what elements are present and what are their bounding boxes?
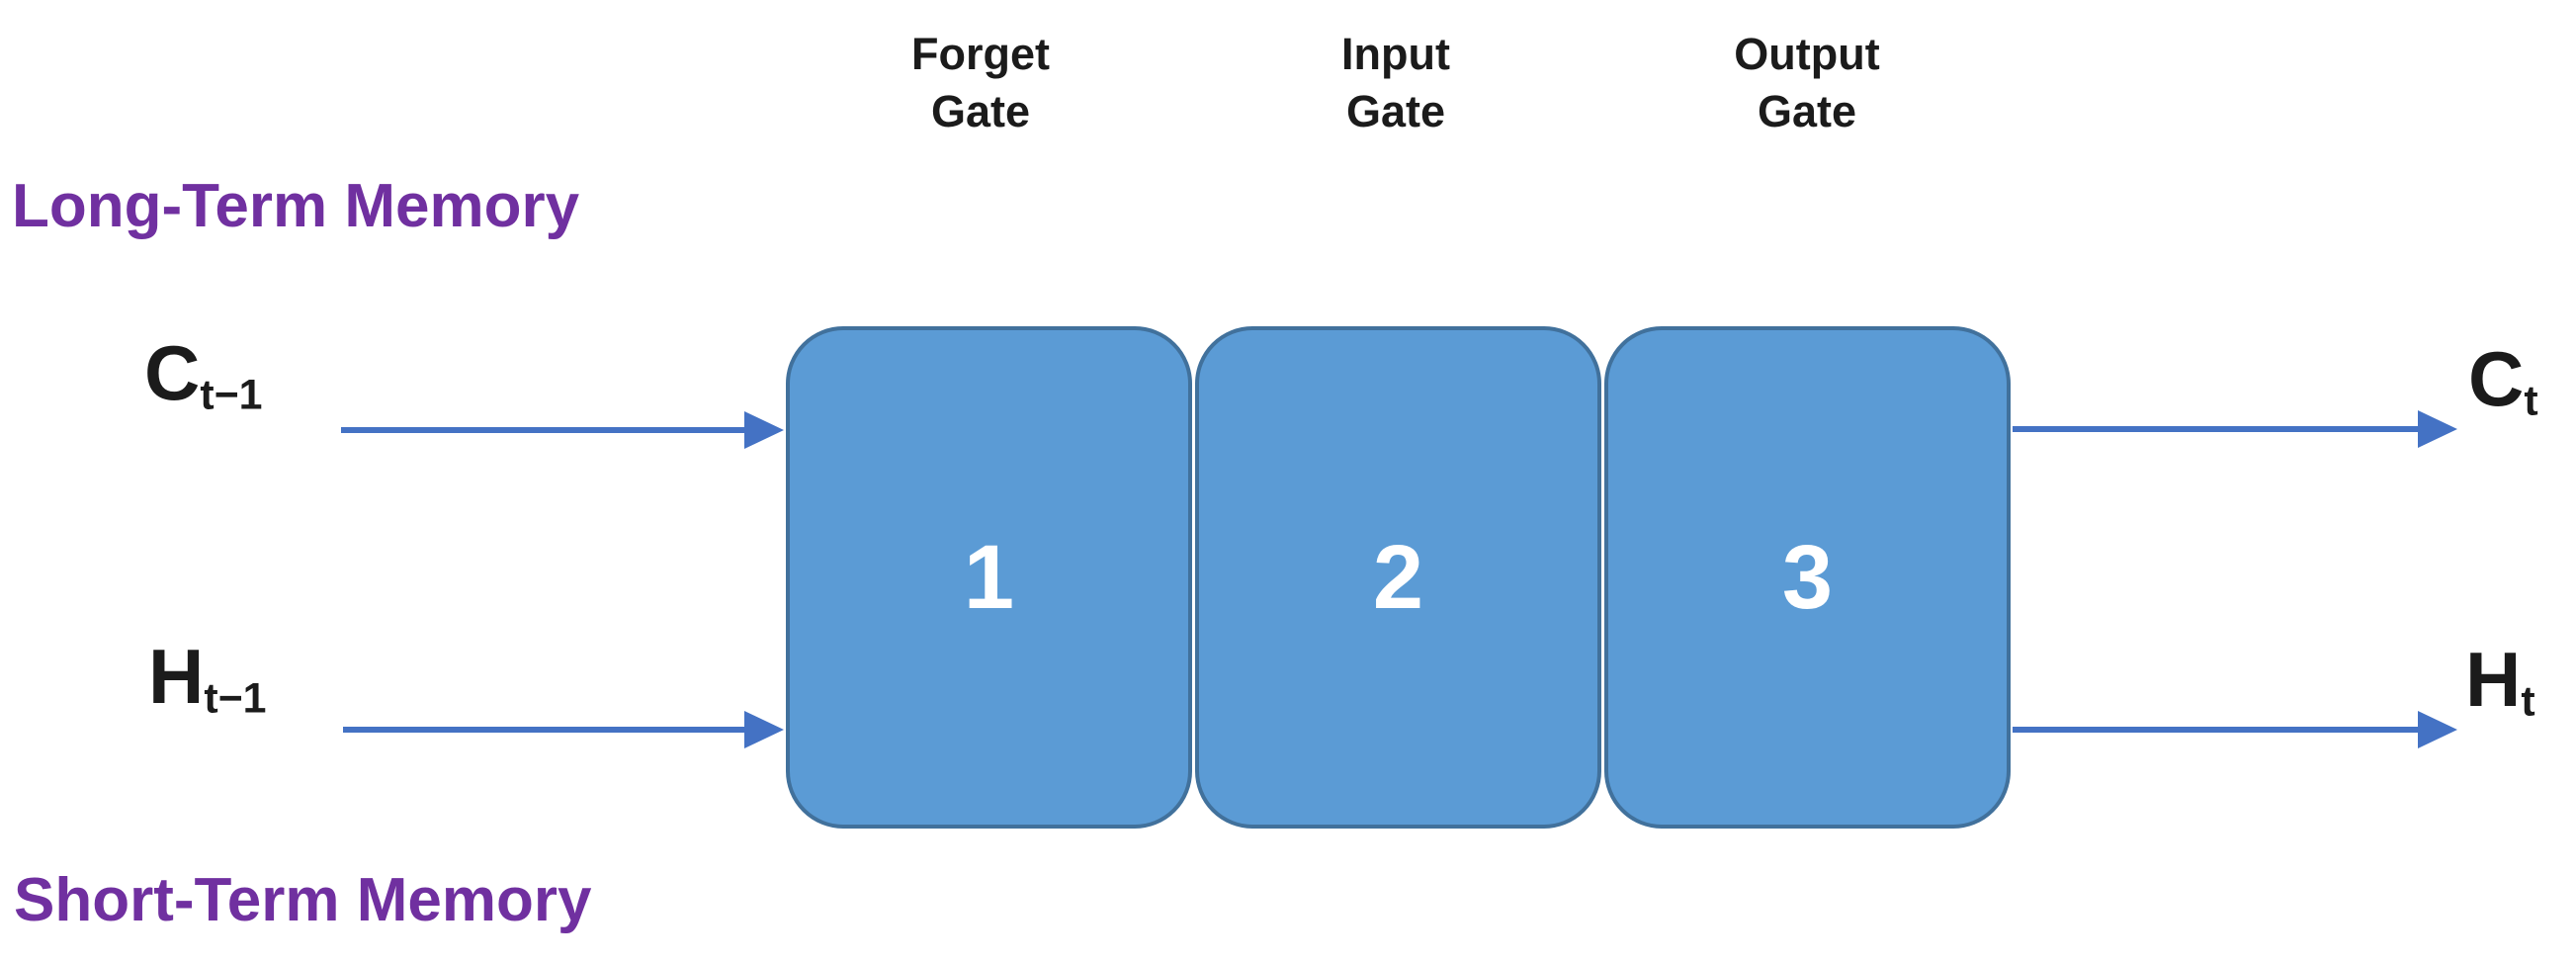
hidden-state-output-label: Ht	[2465, 641, 2535, 723]
forget-gate-header-line2: Gate	[930, 86, 1031, 136]
cell-state-input-label: Ct−1	[144, 334, 263, 416]
long-term-memory-title: Long-Term Memory	[12, 172, 580, 240]
hidden-state-input-label: Ht−1	[148, 638, 267, 720]
cell-state-input-arrow-shaft	[341, 427, 752, 433]
cell-state-output-subscript: t	[2524, 377, 2538, 425]
forget-gate-box: 1	[786, 326, 1192, 829]
hidden-state-input-arrowhead-icon	[744, 711, 784, 748]
hidden-state-input-arrow-shaft	[343, 727, 752, 733]
output-gate-box: 3	[1604, 326, 2011, 829]
hidden-state-output-base: H	[2465, 636, 2522, 723]
hidden-state-input-base: H	[148, 633, 205, 720]
input-gate-header-line1: Input	[1341, 29, 1450, 79]
cell-state-input-arrowhead-icon	[744, 411, 784, 449]
input-gate-number: 2	[1372, 527, 1424, 628]
hidden-state-output-arrowhead-icon	[2418, 711, 2457, 748]
output-gate-number: 3	[1781, 527, 1834, 628]
cell-state-output-label: Ct	[2468, 340, 2538, 422]
cell-state-output-base: C	[2468, 335, 2525, 422]
forget-gate-number: 1	[963, 527, 1015, 628]
cell-state-output-arrowhead-icon	[2418, 410, 2457, 448]
hidden-state-output-arrow-shaft	[2013, 727, 2426, 733]
cell-state-input-base: C	[144, 329, 201, 416]
cell-state-output-arrow-shaft	[2013, 426, 2426, 432]
input-gate-box: 2	[1195, 326, 1601, 829]
short-term-memory-title: Short-Term Memory	[14, 866, 592, 934]
input-gate-header: Input Gate	[1267, 26, 1524, 140]
hidden-state-input-subscript: t−1	[204, 674, 267, 723]
forget-gate-header-line1: Forget	[911, 29, 1050, 79]
hidden-state-output-subscript: t	[2521, 677, 2535, 726]
output-gate-header-line1: Output	[1734, 29, 1880, 79]
forget-gate-header: Forget Gate	[852, 26, 1109, 140]
input-gate-header-line2: Gate	[1345, 86, 1446, 136]
output-gate-header-line2: Gate	[1757, 86, 1857, 136]
cell-state-input-subscript: t−1	[200, 371, 263, 419]
output-gate-header: Output Gate	[1678, 26, 1935, 140]
